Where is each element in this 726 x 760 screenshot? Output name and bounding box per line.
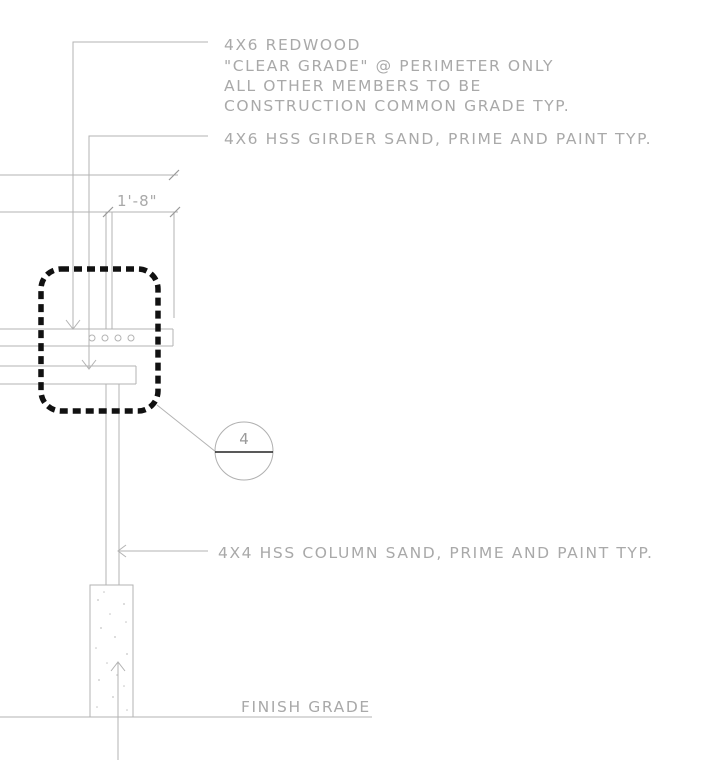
redwood-note-line-3: ALL OTHER MEMBERS TO BE: [224, 77, 482, 95]
dimension-1-8: 1'-8": [102, 169, 181, 218]
grade-leader-arrow: [110, 661, 126, 760]
redwood-note-line-2: "CLEAR GRADE" @ PERIMETER ONLY: [224, 57, 554, 75]
finish-grade-label: FINISH GRADE: [241, 698, 371, 716]
concrete-footing: [89, 584, 134, 718]
dimension-label: 1'-8": [117, 192, 158, 210]
column-note: 4X4 HSS COLUMN SAND, PRIME AND PAINT TYP…: [218, 544, 654, 562]
detail-number: 4: [239, 430, 249, 448]
redwood-note-line-1: 4X6 REDWOOD: [224, 36, 361, 54]
detail-leader: [156, 404, 217, 453]
redwood-beam: [0, 328, 174, 347]
hss-column: [105, 384, 120, 585]
redwood-note-line-4: CONSTRUCTION COMMON GRADE TYP.: [224, 97, 570, 115]
bolt-row: [88, 334, 135, 342]
redwood-leader: [65, 41, 208, 330]
girder-note: 4X6 HSS GIRDER SAND, PRIME AND PAINT TYP…: [224, 130, 652, 148]
redwood-note: 4X6 REDWOOD "CLEAR GRADE" @ PERIMETER ON…: [224, 36, 570, 115]
detail-highlight-boundary: [38, 266, 161, 414]
girder-leader: [81, 135, 208, 370]
column-leader: [117, 544, 208, 558]
footing-hatch: [95, 591, 128, 711]
hss-girder: [0, 365, 137, 385]
detail-callout-bubble: 4: [214, 421, 274, 481]
